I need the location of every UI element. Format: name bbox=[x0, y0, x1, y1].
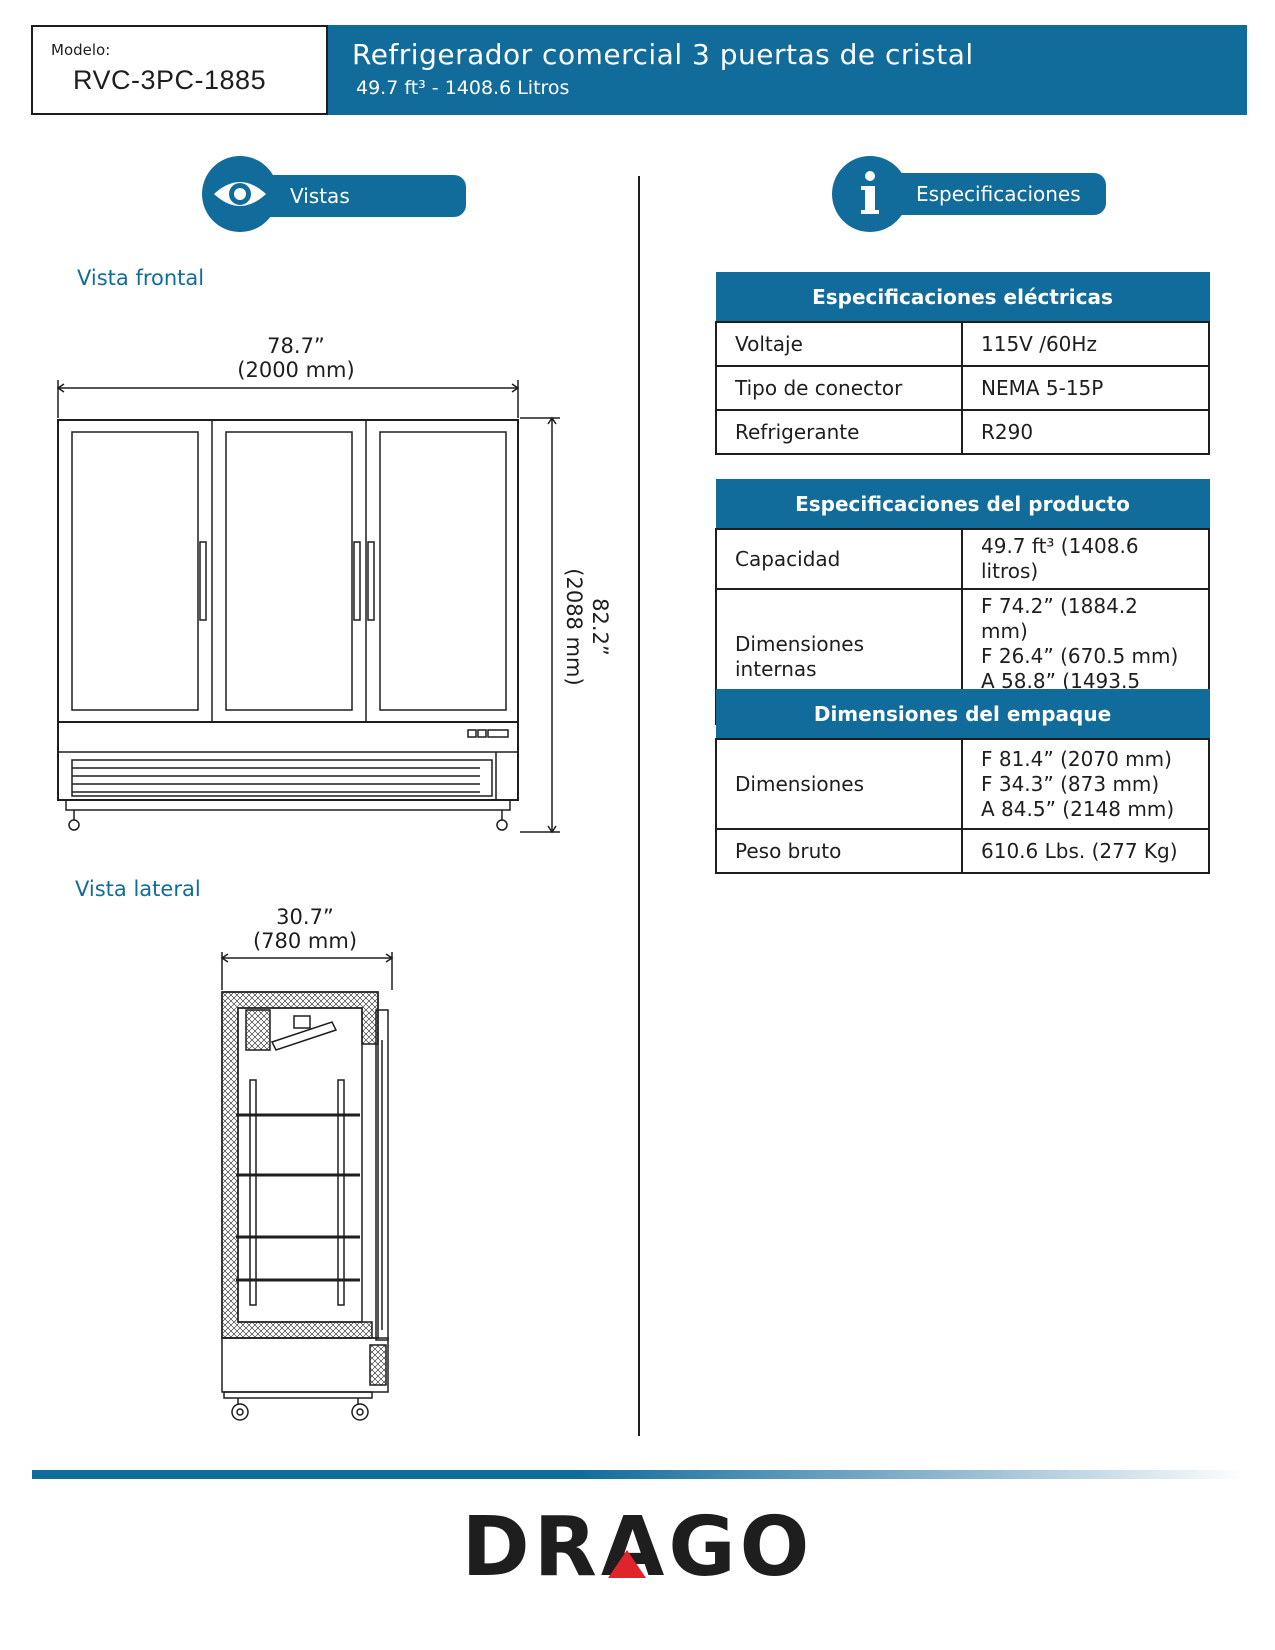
internal-dim-1: F 74.2” (1884.2 mm) bbox=[981, 594, 1138, 643]
model-code: RVC-3PC-1885 bbox=[73, 65, 267, 95]
electrical-specs-table: Especificaciones eléctricas Voltaje 115V… bbox=[715, 272, 1210, 455]
model-box: Modelo: RVC-3PC-1885 bbox=[31, 25, 328, 115]
gross-weight-label: Peso bruto bbox=[715, 828, 963, 874]
gross-weight-value: 610.6 Lbs. (277 Kg) bbox=[961, 828, 1210, 874]
product-title: Refrigerador comercial 3 puertas de cris… bbox=[352, 38, 974, 71]
internal-dim-2: F 26.4” (670.5 mm) bbox=[981, 644, 1179, 668]
package-dims-label: Dimensiones bbox=[715, 738, 963, 830]
side-width-inches: 30.7” bbox=[276, 905, 334, 929]
info-icon bbox=[832, 156, 908, 232]
table-row: Capacidad 49.7 ft³ (1408.6 litros) bbox=[715, 528, 1210, 590]
table-row: Tipo de conector NEMA 5-15P bbox=[715, 365, 1210, 411]
model-label: Modelo: bbox=[51, 41, 111, 59]
table-row: Voltaje 115V /60Hz bbox=[715, 321, 1210, 367]
internal-dims-label-2: internas bbox=[735, 656, 817, 681]
package-dim-2: F 34.3” (873 mm) bbox=[981, 771, 1160, 796]
side-view-drawing bbox=[220, 952, 394, 1421]
column-divider bbox=[638, 176, 640, 1436]
voltage-label: Voltaje bbox=[715, 321, 963, 367]
capacity-value: 49.7 ft³ (1408.6 litros) bbox=[961, 528, 1210, 590]
brand-name: DRAGO bbox=[461, 1500, 814, 1595]
packaging-title: Dimensiones del empaque bbox=[715, 689, 1210, 740]
views-pill-label: Vistas bbox=[290, 184, 350, 208]
table-row: Refrigerante R290 bbox=[715, 409, 1210, 455]
front-view-title: Vista frontal bbox=[77, 266, 205, 290]
electrical-specs-title: Especificaciones eléctricas bbox=[715, 272, 1210, 323]
brand-logo: DRAGO bbox=[0, 1500, 1275, 1595]
table-row: Peso bruto 610.6 Lbs. (277 Kg) bbox=[715, 828, 1210, 874]
internal-dims-label: Dimensiones bbox=[735, 631, 865, 656]
front-height-inches: 82.2” bbox=[588, 598, 612, 656]
side-view-title: Vista lateral bbox=[75, 877, 201, 901]
voltage-value: 115V /60Hz bbox=[961, 321, 1210, 367]
front-width-mm: (2000 mm) bbox=[237, 358, 355, 382]
front-view-drawing bbox=[56, 380, 560, 834]
package-dims-values: F 81.4” (2070 mm) F 34.3” (873 mm) A 84.… bbox=[961, 738, 1210, 830]
package-dim-3: A 84.5” (2148 mm) bbox=[981, 796, 1175, 821]
table-row: Dimensiones F 81.4” (2070 mm) F 34.3” (8… bbox=[715, 738, 1210, 830]
footer-rule bbox=[32, 1470, 1247, 1479]
eye-icon bbox=[202, 156, 278, 232]
title-bar: Refrigerador comercial 3 puertas de cris… bbox=[328, 25, 1247, 115]
capacity-label: Capacidad bbox=[715, 528, 963, 590]
refrigerant-label: Refrigerante bbox=[715, 409, 963, 455]
product-subtitle: 49.7 ft³ - 1408.6 Litros bbox=[356, 77, 570, 99]
refrigerant-value: R290 bbox=[961, 409, 1210, 455]
package-dim-1: F 81.4” (2070 mm) bbox=[981, 746, 1172, 771]
product-specs-title: Especificaciones del producto bbox=[715, 479, 1210, 530]
connector-label: Tipo de conector bbox=[715, 365, 963, 411]
front-width-inches: 78.7” bbox=[267, 334, 325, 358]
connector-value: NEMA 5-15P bbox=[961, 365, 1210, 411]
side-width-mm: (780 mm) bbox=[252, 929, 358, 953]
packaging-table: Dimensiones del empaque Dimensiones F 81… bbox=[715, 689, 1210, 874]
logo-accent-icon bbox=[608, 1550, 646, 1578]
specs-pill-label: Especificaciones bbox=[916, 182, 1081, 206]
